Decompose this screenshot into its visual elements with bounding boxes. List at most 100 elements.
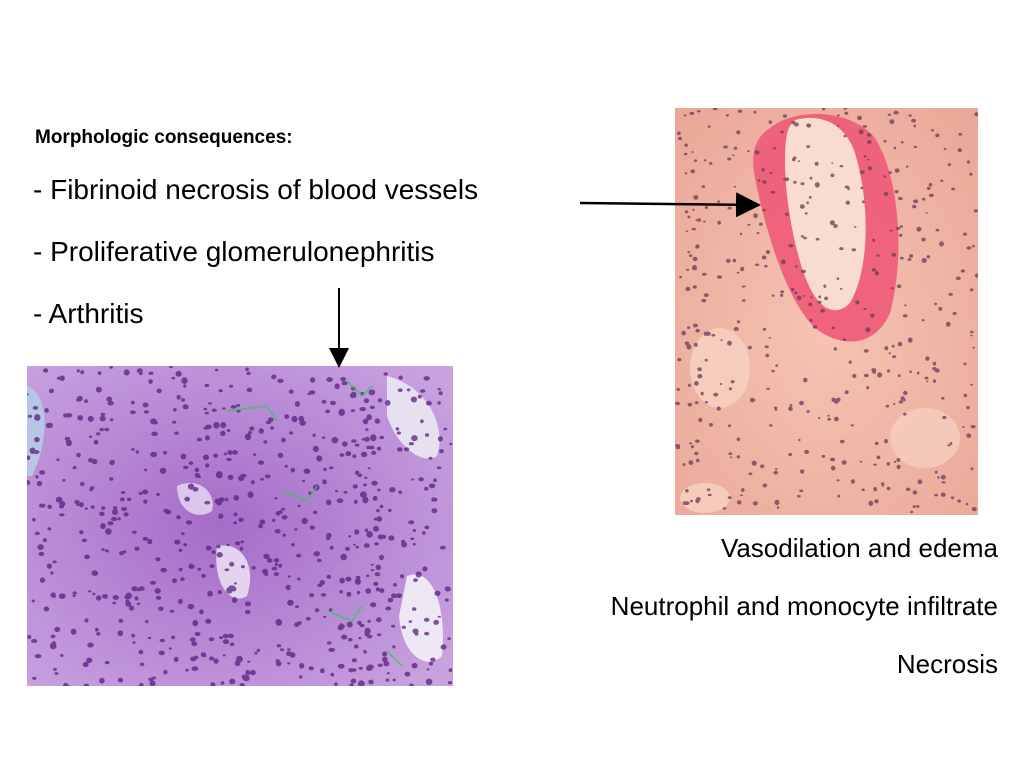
cell-nucleus [728,452,733,456]
cell-nucleus [59,501,66,507]
cell-nucleus [147,636,152,640]
cell-nucleus [863,349,869,353]
cell-nucleus [62,478,66,482]
cell-nucleus [701,298,707,303]
cell-nucleus [404,447,410,452]
cell-nucleus [891,253,896,257]
cell-nucleus [370,569,375,572]
cell-nucleus [354,578,361,585]
cell-nucleus [191,641,198,646]
cell-nucleus [727,340,732,346]
cell-nucleus [96,632,101,636]
cell-nucleus [863,373,869,378]
cell-nucleus [160,567,167,573]
cell-nucleus [232,450,238,455]
cell-nucleus [352,454,357,458]
cell-nucleus [99,415,106,422]
cell-nucleus [818,295,822,299]
cell-nucleus [970,330,974,334]
cell-nucleus [729,456,733,459]
cell-nucleus [210,682,216,686]
cell-nucleus [717,200,720,203]
cell-nucleus [42,538,47,543]
cell-nucleus [52,560,57,564]
cell-nucleus [356,590,361,595]
cell-nucleus [874,271,879,276]
cell-nucleus [885,404,890,408]
cell-nucleus [272,518,276,522]
cell-nucleus [312,445,319,453]
cell-nucleus [353,644,359,649]
cell-nucleus [417,394,422,399]
cell-nucleus [903,390,908,396]
cell-nucleus [34,436,40,443]
cell-nucleus [27,634,32,640]
cell-nucleus [287,575,291,578]
cell-nucleus [275,618,283,626]
cell-nucleus [99,511,105,516]
cell-nucleus [46,563,52,569]
cell-nucleus [145,620,149,624]
cell-nucleus [845,200,850,205]
cell-nucleus [156,388,162,394]
cell-nucleus [31,639,38,643]
cell-nucleus [32,517,36,522]
cell-nucleus [974,112,978,117]
cell-nucleus [158,650,165,656]
cell-nucleus [194,631,201,637]
cell-nucleus [932,361,937,366]
cell-nucleus [691,151,694,153]
cell-nucleus [888,171,892,175]
cell-nucleus [326,377,333,383]
cell-nucleus [836,114,840,117]
cell-nucleus [76,452,81,458]
cell-nucleus [296,553,302,558]
cell-nucleus [679,275,682,279]
cell-nucleus [123,512,129,517]
cell-nucleus [958,132,962,136]
cell-nucleus [727,496,732,499]
cell-nucleus [339,453,345,457]
cell-nucleus [280,648,285,652]
cell-nucleus [334,383,340,390]
cell-nucleus [436,466,442,470]
cell-nucleus [704,401,708,404]
cell-nucleus [823,284,827,288]
cell-nucleus [382,656,388,663]
cell-nucleus [227,450,233,455]
cell-nucleus [340,553,347,561]
cell-nucleus [687,215,691,219]
cell-nucleus [190,637,196,643]
cell-nucleus [876,455,881,460]
cell-nucleus [716,275,723,279]
cell-nucleus [806,410,810,413]
cell-nucleus [295,605,299,608]
vessel-micrograph [675,108,978,515]
cell-nucleus [88,457,94,463]
cell-nucleus [84,618,89,623]
cell-nucleus [372,495,378,501]
cell-nucleus [373,581,379,586]
cell-nucleus [841,460,847,465]
cell-nucleus [686,344,692,350]
cell-nucleus [151,431,158,436]
cell-nucleus [183,384,187,388]
cell-nucleus [788,244,794,248]
cell-nucleus [291,543,295,547]
cell-nucleus [789,403,793,407]
cell-nucleus [134,546,140,551]
cell-nucleus [910,510,914,514]
cell-nucleus [208,656,215,661]
cell-nucleus [348,668,355,673]
cell-nucleus [339,589,343,594]
cell-nucleus [220,430,226,436]
cell-nucleus [867,140,872,144]
cell-nucleus [39,470,46,475]
cell-nucleus [101,506,106,511]
cell-nucleus [301,517,308,524]
cell-nucleus [233,495,240,501]
cell-nucleus [171,635,176,640]
cell-nucleus [92,592,96,596]
cell-nucleus [376,516,383,522]
cell-nucleus [830,173,835,178]
